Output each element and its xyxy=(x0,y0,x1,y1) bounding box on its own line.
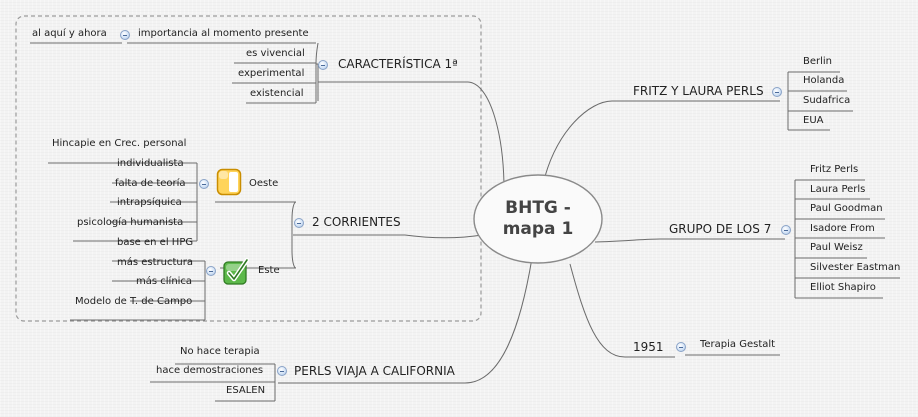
topic-perls-viaja[interactable]: PERLS VIAJA A CALIFORNIA xyxy=(294,364,455,378)
topic-2-corrientes[interactable]: 2 CORRIENTES xyxy=(312,215,401,229)
central-topic-line1[interactable]: BHTG - xyxy=(505,198,571,218)
collapse-toggle-fritz-icon[interactable] xyxy=(772,87,782,97)
grupo-member[interactable]: Fritz Perls xyxy=(810,164,859,175)
topic-caracteristica[interactable]: CARACTERÍSTICA 1ª xyxy=(338,57,458,71)
collapse-toggle-corrientes-icon[interactable] xyxy=(294,218,304,228)
central-node-oval xyxy=(473,174,603,264)
year-item-terapia-gestalt[interactable]: Terapia Gestalt xyxy=(700,339,776,350)
topic-1951[interactable]: 1951 xyxy=(633,340,664,354)
oeste-item[interactable]: falta de teoría xyxy=(115,178,186,189)
este-item[interactable]: base en el HPG xyxy=(117,237,194,248)
perls-item[interactable]: No hace terapia xyxy=(180,346,260,357)
central-topic-line2[interactable]: mapa 1 xyxy=(502,219,574,239)
half-filled-box-icon xyxy=(216,168,242,196)
collapse-toggle-este-icon[interactable] xyxy=(206,266,216,276)
grupo-member[interactable]: Laura Perls xyxy=(810,184,866,195)
este-item[interactable]: más clínica xyxy=(136,276,193,287)
collapse-toggle-grupo-icon[interactable] xyxy=(781,225,791,235)
green-checkmark-icon xyxy=(223,257,250,285)
topic-fritz-laura-perls[interactable]: FRITZ Y LAURA PERLS xyxy=(633,84,764,98)
fritz-item[interactable]: Holanda xyxy=(803,75,845,86)
fritz-item[interactable]: Sudafrica xyxy=(803,95,851,106)
collapse-toggle-importancia-icon[interactable] xyxy=(120,30,130,40)
perls-item[interactable]: hace demostraciones xyxy=(156,365,264,376)
subtopic-importancia[interactable]: importancia al momento presente xyxy=(138,28,309,39)
dashed-group-box xyxy=(15,15,482,322)
grupo-member[interactable]: Isadore From xyxy=(810,223,875,234)
subtopic-existencial[interactable]: existencial xyxy=(250,88,304,99)
grupo-member[interactable]: Elliot Shapiro xyxy=(810,282,876,293)
topic-grupo-de-los-7[interactable]: GRUPO DE LOS 7 xyxy=(669,222,772,236)
fritz-item[interactable]: EUA xyxy=(803,115,824,126)
subtopic-este[interactable]: Este xyxy=(258,265,280,276)
subtopic-es-vivencial[interactable]: es vivencial xyxy=(246,48,305,59)
fritz-item[interactable]: Berlin xyxy=(803,56,833,67)
subtopic-oeste[interactable]: Oeste xyxy=(249,178,279,189)
collapse-toggle-oeste-icon[interactable] xyxy=(199,179,209,189)
oeste-item[interactable]: Hincapie en Crec. personal xyxy=(52,138,187,149)
perls-item[interactable]: ESALEN xyxy=(226,385,266,396)
collapse-toggle-caracteristica-icon[interactable] xyxy=(318,60,328,70)
este-item[interactable]: más estructura xyxy=(117,257,193,268)
grupo-member[interactable]: Silvester Eastman xyxy=(810,262,901,273)
subtopic-aqui-ahora[interactable]: al aquí y ahora xyxy=(32,28,107,39)
grupo-member[interactable]: Paul Goodman xyxy=(810,203,883,214)
este-item[interactable]: Modelo de T. de Campo xyxy=(75,296,193,307)
oeste-item[interactable]: psicología humanista xyxy=(77,217,184,228)
collapse-toggle-1951-icon[interactable] xyxy=(676,342,686,352)
oeste-item[interactable]: individualista xyxy=(117,158,184,169)
oeste-item[interactable]: intrapsíquica xyxy=(117,197,182,208)
subtopic-experimental[interactable]: experimental xyxy=(238,68,305,79)
collapse-toggle-perls-icon[interactable] xyxy=(277,366,287,376)
grupo-member[interactable]: Paul Weisz xyxy=(810,242,863,253)
